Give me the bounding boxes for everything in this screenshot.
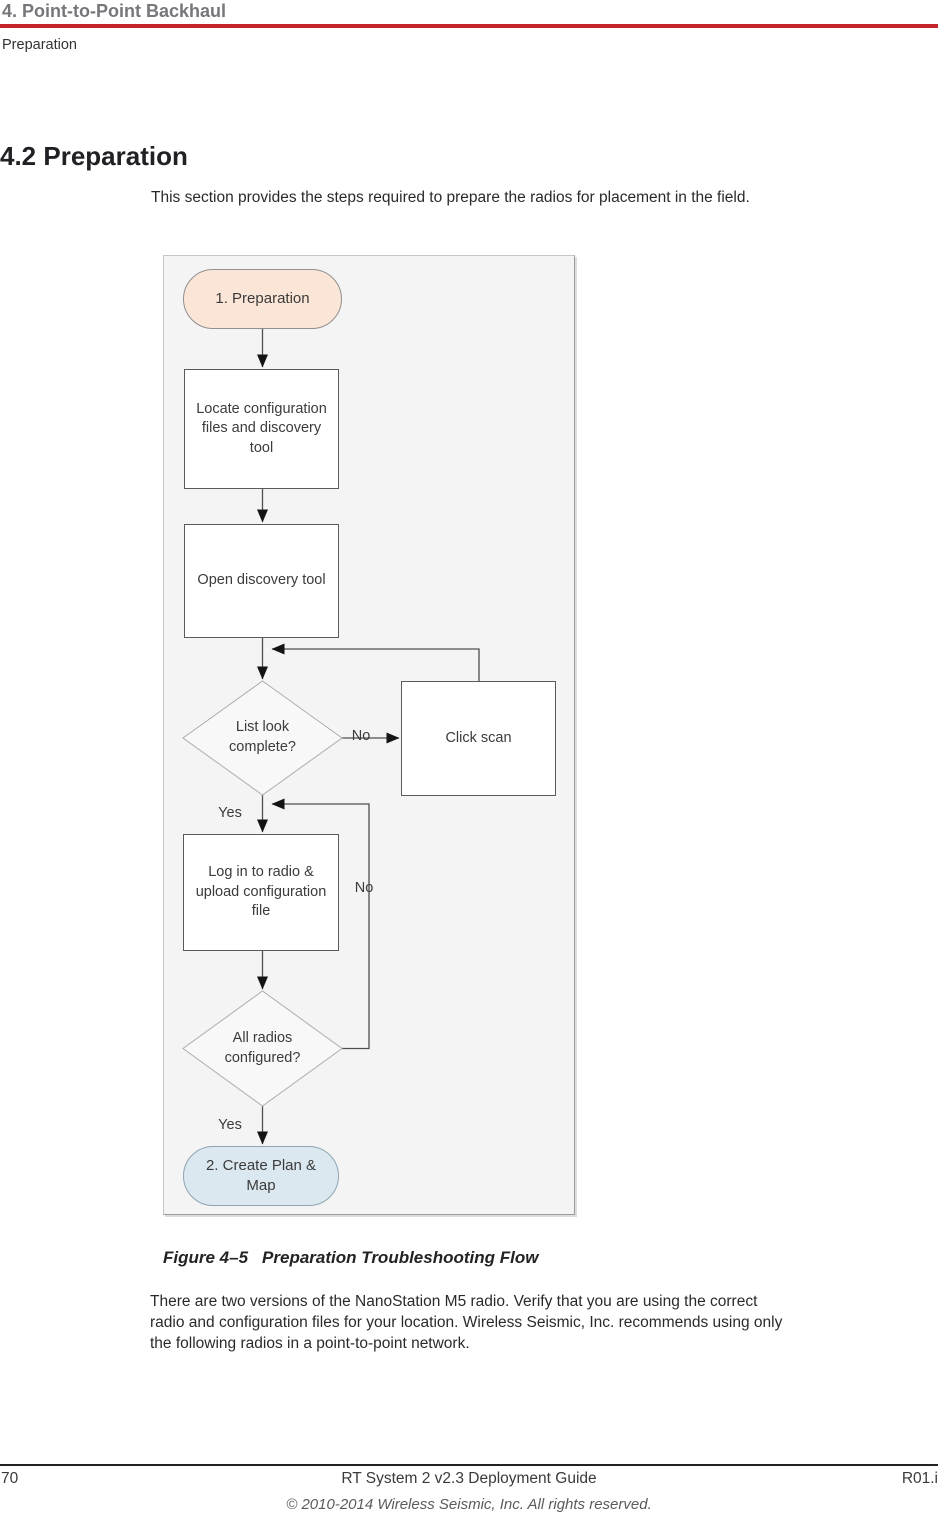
flowchart-connectors [182,329,480,1145]
breadcrumb: Preparation [2,37,77,53]
flow-node-end-label: 2. Create Plan & Map [205,1156,317,1194]
section-heading: 4.2 Preparation [0,141,188,171]
figure-caption: Figure 4–5 Preparation Troubleshooting Fl… [163,1248,538,1268]
flow-node-start: 1. Preparation [183,269,342,329]
flow-node-open-discovery-tool-label: Open discovery tool [197,572,326,589]
decision-all-configured-shape [182,990,343,1107]
flow-node-login-upload: Log in to radio & upload configuration f… [183,834,339,951]
chapter-header: 4. Point-to-Point Backhaul [2,1,227,21]
footer: 70 RT System 2 v2.3 Deployment Guide R01… [0,1470,938,1488]
flow-node-locate-files: Locate configuration files and discovery… [184,369,339,489]
body-paragraph-line: radio and configuration files for your l… [150,1314,783,1331]
flow-node-locate-files-label: Locate configuration files and discovery… [196,400,327,456]
edge-label-yes-configured: Yes [218,1117,242,1133]
footer-copyright: © 2010-2014 Wireless Seismic, Inc. All r… [286,1496,652,1513]
decision-list-complete-shape [182,680,343,796]
flow-node-all-configured: All radios configured? [207,1010,318,1088]
intro-paragraph: This section provides the steps required… [151,189,750,206]
header-rule [0,24,938,28]
flow-node-list-complete-label: List look complete? [229,719,296,755]
figure-caption-number: Figure 4–5 [163,1248,249,1267]
flow-node-end: 2. Create Plan & Map [183,1146,339,1206]
footer-page-number: 70 [1,1470,19,1487]
flow-node-start-label: 1. Preparation [215,289,310,307]
figure-caption-title: Preparation Troubleshooting Flow [262,1248,539,1267]
flow-node-click-scan-label: Click scan [445,729,512,746]
body-paragraph-line: There are two versions of the NanoStatio… [150,1293,758,1310]
flowchart-figure: 1. Preparation Locate configuration file… [163,255,575,1215]
edge-label-no-configured: No [354,880,374,896]
body-paragraph: There are two versions of the NanoStatio… [150,1293,935,1356]
flow-node-click-scan: Click scan [401,681,556,796]
edge-label-no-scan: No [351,728,371,744]
flow-node-open-discovery-tool: Open discovery tool [184,524,339,638]
footer-rule [0,1464,938,1466]
edge-label-yes-list: Yes [218,805,242,821]
footer-doc-title: RT System 2 v2.3 Deployment Guide [341,1470,597,1487]
flow-node-all-configured-label: All radios configured? [224,1030,301,1066]
body-paragraph-line: the following radios in a point-to-point… [150,1335,470,1352]
flow-node-login-upload-label: Log in to radio & upload configuration f… [195,864,327,920]
footer-revision: R01.i [901,1470,938,1487]
flow-node-list-complete: List look complete? [207,699,318,777]
